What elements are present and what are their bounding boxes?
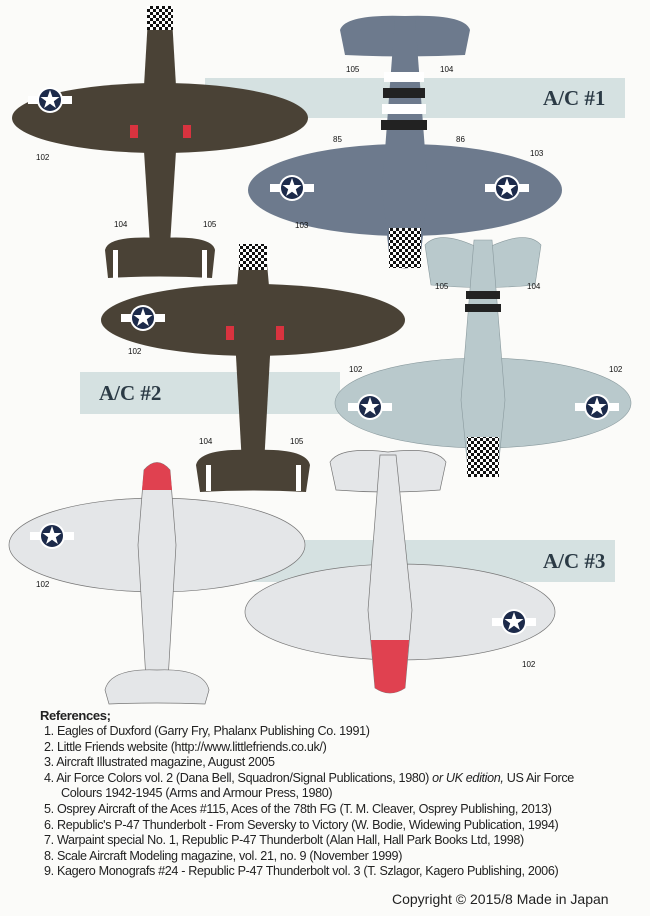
- reference-item: 3. Aircraft Illustrated magazine, August…: [44, 755, 275, 770]
- profile-title-1: A/C #1: [543, 86, 606, 110]
- profile-title-3: A/C #3: [543, 549, 606, 573]
- callout: 105: [290, 437, 304, 446]
- reference-item: 5. Osprey Aircraft of the Aces #115, Ace…: [44, 801, 552, 816]
- reference-item-tail: US Air Force: [506, 770, 575, 785]
- reference-item: 1. Eagles of Duxford (Garry Fry, Phalanx…: [44, 724, 370, 738]
- aircraft-5-top-view: [8, 462, 306, 705]
- callout: 105: [435, 282, 449, 291]
- callout: 103: [530, 149, 544, 158]
- reference-item: 9. Kagero Monografs #24 - Republic P-47 …: [44, 864, 559, 879]
- callout: 85: [333, 135, 342, 144]
- callout: 105: [346, 65, 360, 74]
- callout: 102: [128, 347, 142, 356]
- reference-item-4: 4. Air Force Colors vol. 2 (Dana Bell, S…: [40, 771, 574, 787]
- aircraft-6-bottom-view: [244, 450, 556, 694]
- aircraft-2-bottom-view: [248, 15, 562, 269]
- aircraft-1-top-view: [12, 6, 308, 278]
- callout: 104: [199, 437, 213, 446]
- callout: 104: [114, 220, 128, 229]
- reference-item-text: 4. Air Force Colors vol. 2 (Dana Bell, S…: [44, 770, 430, 785]
- callout: 102: [36, 153, 50, 162]
- copyright: Copyright © 2015/8 Made in Japan: [392, 891, 609, 907]
- references-heading: References;: [40, 708, 111, 723]
- callout: 105: [203, 220, 217, 229]
- reference-item: 7. Warpaint special No. 1, Republic P-47…: [44, 833, 524, 848]
- reference-item-continuation: Colours 1942-1945 (Arms and Armour Press…: [61, 786, 333, 801]
- callout: 103: [295, 221, 309, 230]
- reference-item: 8. Scale Aircraft Modeling magazine, vol…: [44, 848, 403, 863]
- callout: 102: [36, 580, 50, 589]
- aircraft-3-top-view: [101, 244, 405, 492]
- callout: 102: [522, 660, 536, 669]
- profile-title-2: A/C #2: [99, 381, 162, 405]
- callout: 102: [609, 365, 623, 374]
- callout: 86: [456, 135, 465, 144]
- reference-italic: or UK edition,: [432, 770, 504, 785]
- references-list: References; 1. Eagles of Duxford (Garry …: [40, 708, 574, 880]
- callout: 104: [527, 282, 541, 291]
- reference-item: 6. Republic's P-47 Thunderbolt - From Se…: [44, 817, 559, 832]
- callout: 104: [440, 65, 454, 74]
- profile-band-2: [80, 372, 340, 414]
- aircraft-4-bottom-view: [334, 237, 632, 477]
- callout: 102: [349, 365, 363, 374]
- reference-item: 2. Little Friends website (http://www.li…: [44, 739, 327, 754]
